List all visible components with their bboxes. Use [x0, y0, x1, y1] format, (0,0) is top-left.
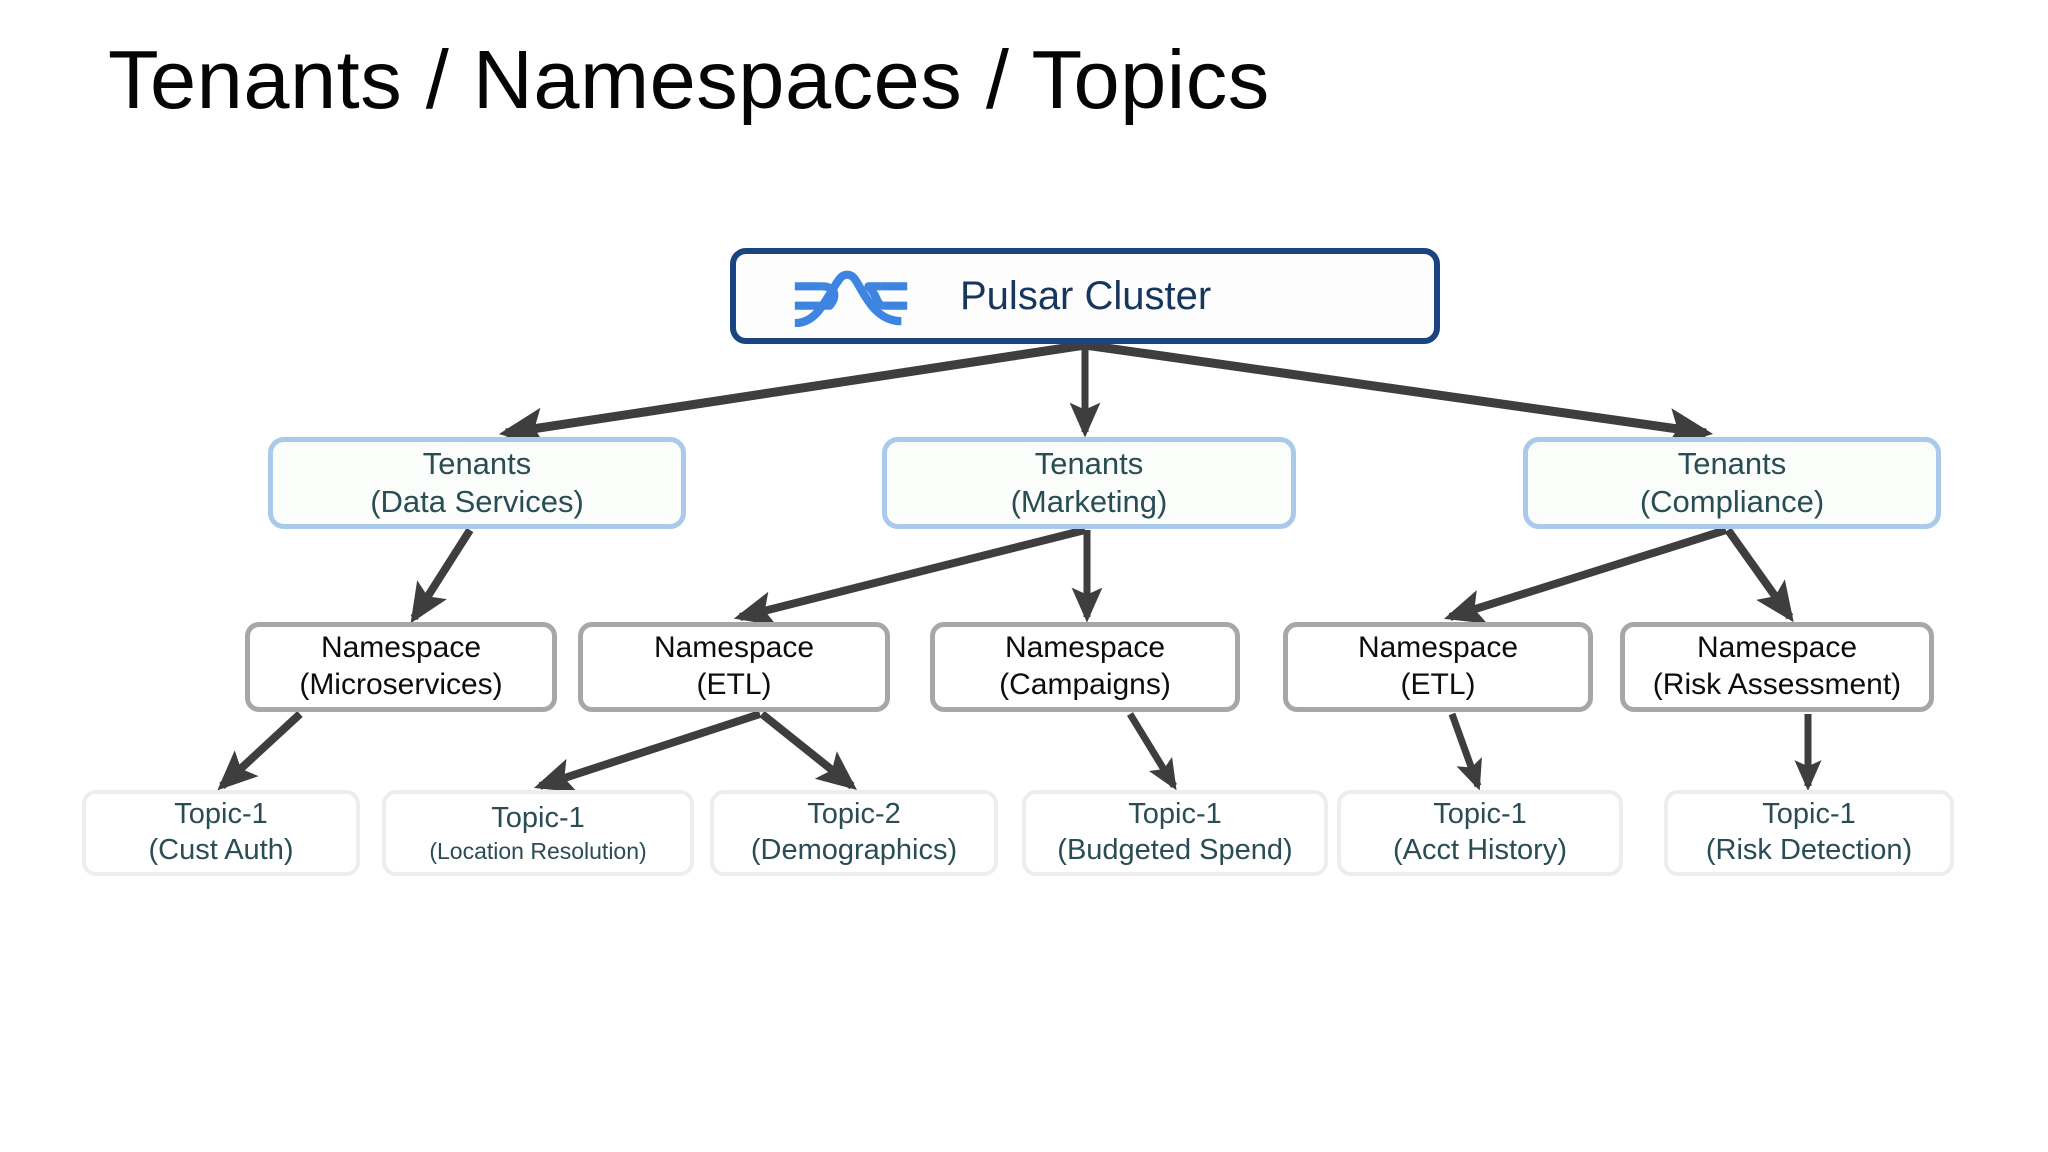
- tenant-kind-label: Tenants: [1034, 446, 1144, 482]
- topic-kind-label: Topic-1: [1128, 798, 1222, 831]
- namespace-name-label: (Microservices): [299, 668, 503, 701]
- tenant-kind-label: Tenants: [1677, 446, 1787, 482]
- namespace-node-risk-assessment[interactable]: Namespace (Risk Assessment): [1620, 622, 1934, 712]
- edge-ns-etl-topic-demographics: [759, 710, 857, 790]
- topic-kind-label: Topic-1: [491, 801, 585, 834]
- topic-kind-label: Topic-2: [807, 798, 901, 831]
- edge-root-tenant-compliance: [1084, 340, 1714, 448]
- edge-tenant-marketing-ns-etl: [733, 526, 1086, 626]
- namespace-kind-label: Namespace: [1357, 631, 1519, 665]
- topic-kind-label: Topic-1: [174, 798, 268, 831]
- topic-name-label: (Demographics): [750, 834, 958, 866]
- namespace-kind-label: Namespace: [653, 631, 815, 665]
- topic-name-label: (Risk Detection): [1705, 834, 1913, 866]
- edge-tenant-compliance-ns-etl: [1443, 526, 1728, 624]
- topic-kind-label: Topic-1: [1762, 798, 1856, 831]
- topic-name-label: (Location Resolution): [429, 837, 647, 864]
- topic-node-location-resolution[interactable]: Topic-1 (Location Resolution): [382, 790, 694, 876]
- edge-ns-microservices-topic-cust-auth: [217, 711, 303, 791]
- topic-node-demographics[interactable]: Topic-2 (Demographics): [710, 790, 998, 876]
- tenant-name-label: (Marketing): [1010, 484, 1168, 519]
- pulsar-cluster-label: Pulsar Cluster: [960, 273, 1212, 318]
- namespace-kind-label: Namespace: [320, 631, 482, 665]
- pulsar-cluster-node[interactable]: Pulsar Cluster: [730, 248, 1440, 344]
- edge-ns-campaigns-topic-budgeted-spend: [1127, 712, 1177, 791]
- namespace-node-microservices[interactable]: Namespace (Microservices): [245, 622, 557, 712]
- tenant-name-label: (Data Services): [370, 484, 584, 519]
- namespace-name-label: (ETL): [696, 668, 772, 701]
- namespace-node-campaigns[interactable]: Namespace (Campaigns): [930, 622, 1240, 712]
- namespace-kind-label: Namespace: [1004, 631, 1166, 665]
- edge-tenant-compliance-ns-risk-assessment: [1724, 527, 1794, 623]
- topic-name-label: (Cust Auth): [148, 834, 294, 866]
- edge-root-tenant-data-services: [498, 340, 1086, 447]
- namespace-node-etl-marketing[interactable]: Namespace (ETL): [578, 622, 890, 712]
- topic-node-risk-detection[interactable]: Topic-1 (Risk Detection): [1664, 790, 1954, 876]
- namespace-node-etl-compliance[interactable]: Namespace (ETL): [1283, 622, 1593, 712]
- tenant-name-label: (Compliance): [1639, 484, 1825, 519]
- tenant-kind-label: Tenants: [422, 446, 532, 482]
- topic-name-label: (Budgeted Spend): [1057, 834, 1293, 866]
- topic-node-budgeted-spend[interactable]: Topic-1 (Budgeted Spend): [1022, 790, 1328, 876]
- topic-node-acct-history[interactable]: Topic-1 (Acct History): [1337, 790, 1623, 876]
- edge-ns-etl-compliance-topic-acct-history: [1448, 712, 1482, 791]
- edge-ns-etl-topic-location-resolution: [533, 710, 762, 793]
- topic-kind-label: Topic-1: [1433, 798, 1527, 831]
- tenant-node-compliance[interactable]: Tenants (Compliance): [1523, 437, 1941, 529]
- topic-node-cust-auth[interactable]: Topic-1 (Cust Auth): [82, 790, 360, 876]
- namespace-kind-label: Namespace: [1696, 631, 1858, 665]
- namespace-name-label: (ETL): [1400, 668, 1476, 701]
- topic-name-label: (Acct History): [1393, 834, 1567, 866]
- tenant-node-marketing[interactable]: Tenants (Marketing): [882, 437, 1296, 529]
- namespace-name-label: (Campaigns): [999, 668, 1171, 701]
- pulsar-logo-icon: [794, 270, 908, 327]
- page-title: Tenants / Namespaces / Topics: [108, 33, 1270, 126]
- edge-tenant-data-services-ns-microservices: [410, 527, 474, 624]
- namespace-name-label: (Risk Assessment): [1652, 668, 1902, 701]
- tenant-node-data-services[interactable]: Tenants (Data Services): [268, 437, 686, 529]
